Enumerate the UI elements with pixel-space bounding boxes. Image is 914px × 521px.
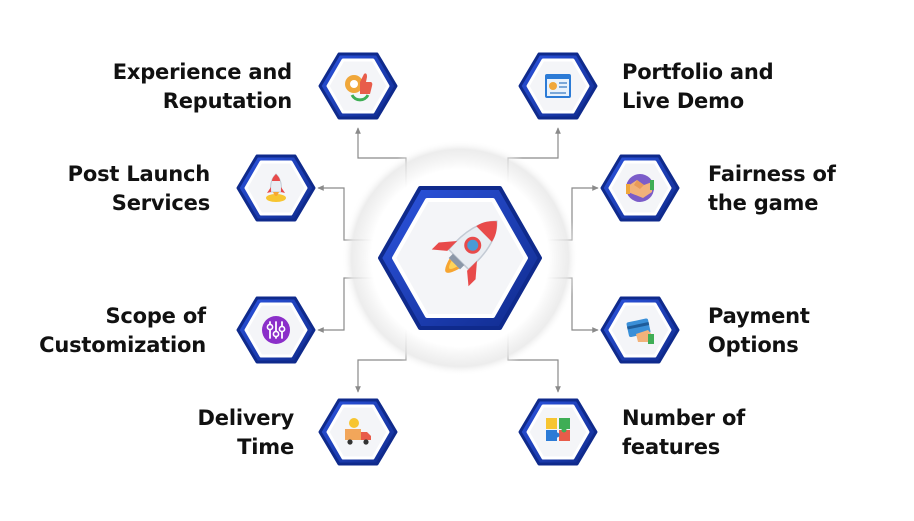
node-payment-options [600, 296, 680, 364]
label-line: Experience and [112, 60, 292, 84]
label-line: Scope of [105, 304, 206, 328]
label-line: Delivery [197, 406, 295, 430]
puzzle-icon [546, 418, 570, 441]
delivery-truck-icon [345, 418, 371, 445]
label-line: Reputation [162, 89, 292, 113]
label-line: Customization [39, 333, 206, 357]
node-portfolio-live-demo [518, 52, 598, 120]
credit-card-icon [626, 318, 654, 344]
label-line: Payment [708, 304, 810, 328]
center-hexagon [378, 186, 542, 330]
node-scope-customization [236, 296, 316, 364]
label-line: Number of [622, 406, 746, 430]
node-number-of-features [518, 398, 598, 466]
label-line: Time [237, 435, 294, 459]
node-experience-reputation [318, 52, 398, 120]
label-line: Services [111, 191, 210, 215]
label-number-of-features: Number of features [622, 404, 832, 462]
browser-window-icon [545, 74, 571, 98]
thumbs-up-gear-icon [345, 73, 373, 102]
hexagon-inner [526, 404, 590, 460]
node-delivery-time [318, 398, 398, 466]
label-line: the game [708, 191, 819, 215]
label-line: Portfolio and [622, 60, 774, 84]
rocket-launch-icon [266, 173, 286, 202]
handshake-icon [626, 174, 654, 202]
sliders-icon [262, 316, 290, 344]
label-line: Options [708, 333, 799, 357]
node-fairness-of-game [600, 154, 680, 222]
node-post-launch-services [236, 154, 316, 222]
label-line: Fairness of [708, 162, 836, 186]
rocket-icon [431, 220, 498, 287]
label-line: Post Launch [67, 162, 211, 186]
label-line: Live Demo [622, 89, 745, 113]
label-scope-customization: Scope of Customization [0, 302, 206, 360]
label-line: features [622, 435, 721, 459]
label-fairness-of-game: Fairness of the game [708, 160, 914, 218]
